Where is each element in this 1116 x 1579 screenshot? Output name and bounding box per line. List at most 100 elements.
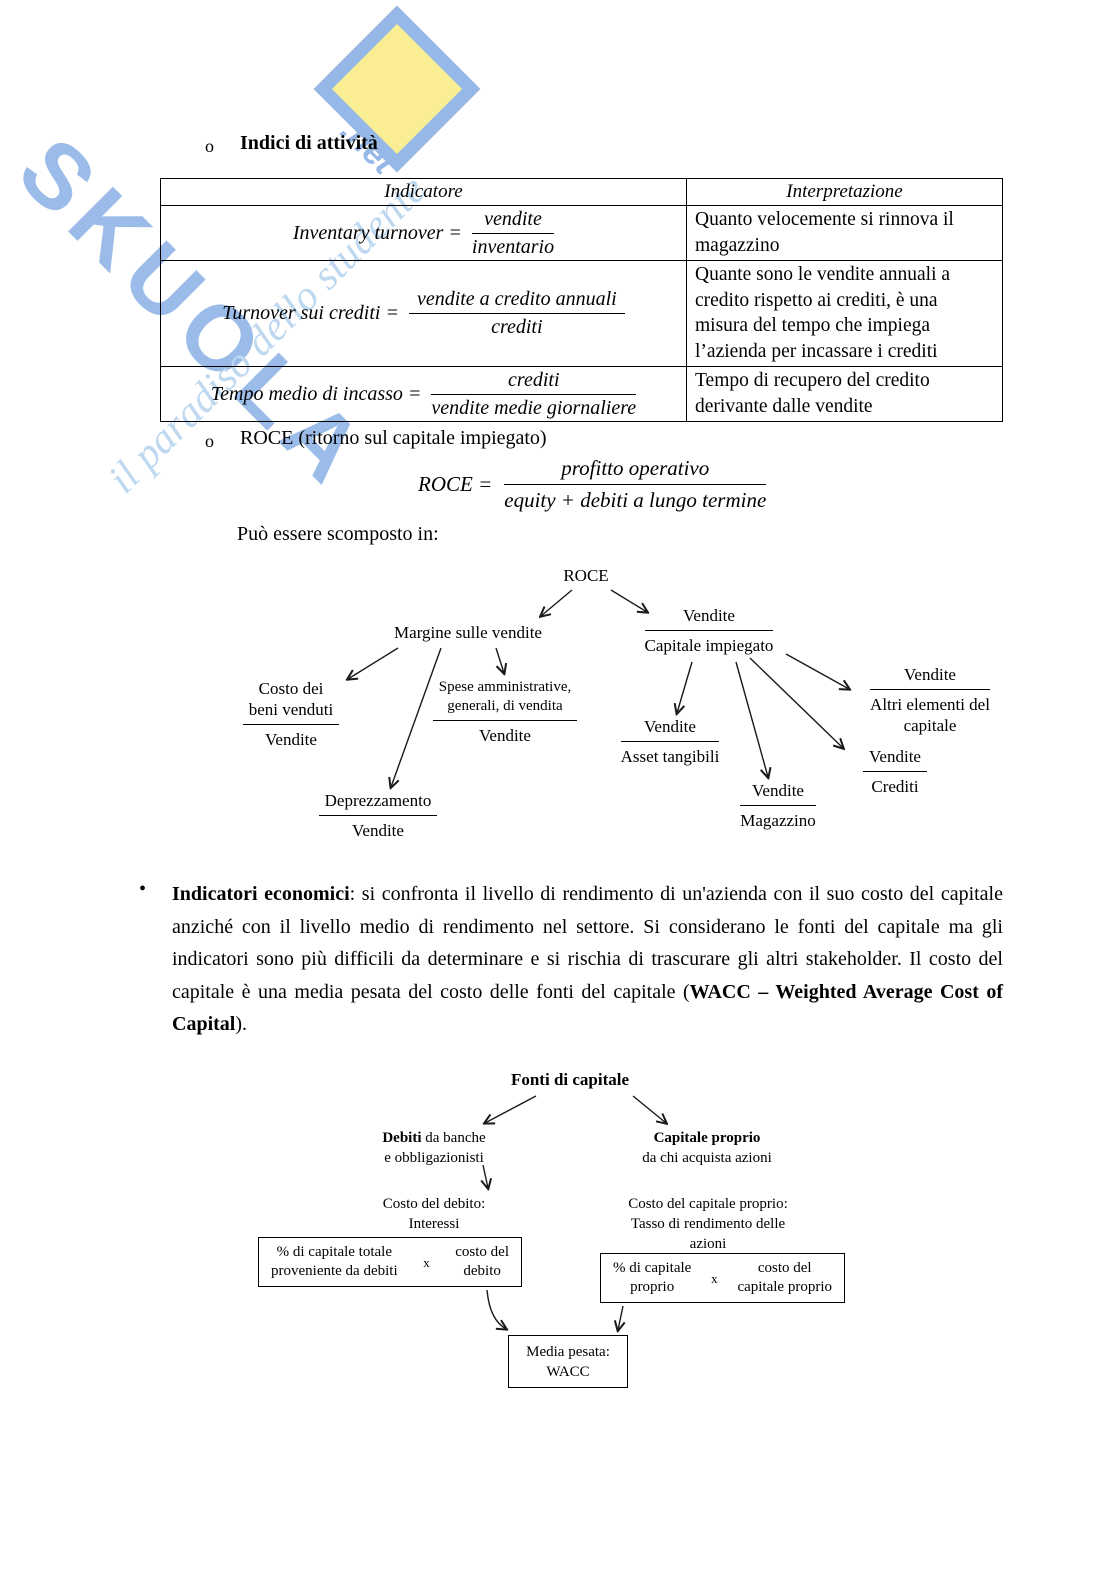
wacc-label-text: da banche — [421, 1130, 486, 1146]
fraction: vendite inventario — [471, 208, 555, 259]
wacc-box-debiti: % di capitale totale proveniente da debi… — [258, 1237, 522, 1287]
wacc-node-costo-debito: Costo del debito: Interessi — [368, 1194, 500, 1234]
tree-fraction-denominator: Magazzino — [740, 811, 816, 830]
wacc-title-fonti-di-capitale: Fonti di capitale — [510, 1070, 630, 1089]
formula-inventory-turnover: Inventary turnover = vendite inventario — [293, 208, 555, 259]
wacc-result-text: WACC — [546, 1363, 590, 1380]
wacc-label: Costo del capitale proprio: — [628, 1196, 788, 1212]
tree-fraction: Vendite Asset tangibili — [620, 716, 720, 767]
tree-label: Margine sulle vendite — [394, 623, 542, 642]
tree-node-roce-root: ROCE — [546, 565, 626, 586]
wacc-box-left: % di capitale proprio — [613, 1259, 691, 1297]
list-marker-circle: o — [205, 431, 214, 451]
interpretation-cell: Quante sono le vendite annuali a credito… — [686, 260, 1003, 367]
tree-label: generali, di vendita — [447, 698, 563, 714]
tree-label: Costo dei — [258, 679, 324, 698]
paragraph-bold-wacc: WACC – Weighted Average Cost of Capital — [172, 980, 1003, 1036]
tree-node-margine-vendite: Margine sulle vendite — [378, 622, 558, 643]
tree-fraction-numerator: Costo dei beni venduti — [242, 678, 340, 725]
tree-label: beni venduti — [248, 700, 334, 719]
wacc-box-left: % di capitale totale proveniente da debi… — [271, 1243, 398, 1281]
tree-fraction: Vendite Crediti — [863, 746, 927, 797]
tree-fraction-numerator: Deprezzamento — [318, 790, 438, 816]
formula-lhs: ROCE = — [418, 472, 493, 496]
tree-fraction-denominator: Capitale impiegato — [644, 636, 774, 655]
wacc-box-text: % di capitale totale — [276, 1244, 392, 1260]
wacc-label: Tasso di rendimento delle — [630, 1216, 786, 1232]
wacc-node-costo-capitale-proprio: Costo del capitale proprio: Tasso di ren… — [618, 1194, 798, 1254]
wacc-box-right: costo del capitale proprio — [737, 1259, 832, 1297]
tree-fraction: Spese amministrative, generali, di vendi… — [432, 678, 578, 746]
fraction-denominator: inventario — [471, 235, 555, 258]
tree-fraction-denominator: Crediti — [871, 777, 919, 796]
tree-label: Altri elementi del — [870, 695, 990, 714]
interpretation-cell: Quanto velocemente si rinnova il magazzi… — [686, 205, 1003, 261]
wacc-label: azioni — [689, 1236, 727, 1252]
wacc-label: Costo del debito: — [382, 1196, 486, 1212]
tree-node-spese-amministrative: Spese amministrative, generali, di vendi… — [420, 678, 590, 746]
tree-node-vendite-capitale-impiegato: Vendite Capitale impiegato — [624, 605, 794, 656]
wacc-node-capitale-proprio: Capitale proprio da chi acquista azioni — [632, 1128, 782, 1168]
indicators-table: Indicatore Interpretazione Inventary tur… — [160, 178, 1003, 422]
list-marker-circle: o — [205, 136, 214, 156]
fraction: crediti vendite medie giornaliere — [431, 369, 637, 420]
wacc-result-box: Media pesata: WACC — [508, 1335, 628, 1388]
tree-node-crediti: Vendite Crediti — [850, 746, 940, 797]
fraction: vendite a credito annuali crediti — [408, 288, 625, 339]
wacc-node-debiti: Debiti da banche e obbligazionisti — [368, 1128, 500, 1168]
wacc-result-text: Media pesata: — [526, 1343, 610, 1360]
multiplication-sign: x — [423, 1254, 430, 1270]
fraction-numerator: crediti — [431, 369, 637, 395]
paragraph-text: : si confronta il livello di rendimento … — [172, 883, 1003, 1003]
tree-label: ROCE — [563, 566, 609, 585]
wacc-label: Capitale proprio — [632, 1128, 782, 1148]
tree-fraction: Costo dei beni venduti Vendite — [242, 678, 340, 750]
fraction-numerator: vendite a credito annuali — [408, 288, 625, 314]
tree-fraction: Vendite Magazzino — [740, 780, 816, 831]
fraction-numerator: vendite — [471, 208, 555, 234]
tree-fraction-numerator: Vendite — [740, 780, 816, 806]
economic-indicators-paragraph: Indicatori economici: si confronta il li… — [172, 878, 1003, 1041]
interpretation-cell: Tempo di recupero del credito derivante … — [686, 366, 1003, 422]
formula-tempo-medio-incasso: Tempo medio di incasso = crediti vendite… — [210, 369, 637, 420]
wacc-box-text: costo del — [455, 1244, 509, 1260]
list-marker-bullet: • — [139, 878, 147, 900]
tree-fraction: Vendite Capitale impiegato — [644, 605, 774, 656]
tree-node-altri-elementi-capitale: Vendite Altri elementi del capitale — [854, 664, 1006, 736]
tree-fraction-numerator: Vendite — [870, 664, 990, 690]
tree-fraction-numerator: Vendite — [863, 746, 927, 772]
column-header-indicatore: Indicatore — [160, 178, 687, 206]
fraction-denominator: crediti — [491, 316, 543, 338]
wacc-label: Interessi — [408, 1216, 460, 1232]
table-row-inventory-turnover: Inventary turnover = vendite inventario … — [160, 205, 1003, 261]
column-header-interpretazione: Interpretazione — [686, 178, 1003, 206]
wacc-label: da chi acquista azioni — [642, 1150, 772, 1166]
tree-label: Spese amministrative, — [438, 679, 572, 695]
paragraph-text: ). — [235, 1013, 248, 1035]
table-header-row: Indicatore Interpretazione — [160, 178, 1003, 206]
wacc-box-capitale-proprio: % di capitale proprio x costo del capita… — [600, 1253, 845, 1303]
formula-lhs: Turnover sui crediti = — [222, 302, 399, 324]
formula-turnover-crediti: Turnover sui crediti = vendite a credito… — [222, 288, 625, 339]
wacc-label-bold: Capitale proprio — [653, 1130, 761, 1146]
wacc-label-bold: Debiti — [382, 1130, 422, 1146]
tree-fraction: Deprezzamento Vendite — [318, 790, 438, 841]
fraction-numerator: profitto operativo — [504, 456, 767, 485]
table-row-tempo-medio-incasso: Tempo medio di incasso = crediti vendite… — [160, 366, 1003, 422]
wacc-box-text: proprio — [630, 1279, 675, 1295]
wacc-box-right: costo del debito — [455, 1243, 509, 1281]
section-title-indici-attivita: Indici di attività — [240, 132, 378, 154]
formula-lhs: Tempo medio di incasso = — [210, 382, 422, 405]
roce-formula: ROCE = profitto operativo equity + debit… — [418, 456, 767, 513]
tree-node-magazzino: Vendite Magazzino — [723, 780, 833, 831]
tree-fraction-denominator: Vendite — [265, 730, 317, 749]
tree-fraction-denominator: Vendite — [352, 821, 404, 840]
tree-fraction-numerator: Spese amministrative, generali, di vendi… — [432, 678, 578, 721]
fraction-denominator: equity + debiti a lungo termine — [504, 488, 767, 512]
tree-label: capitale — [903, 716, 957, 735]
wacc-label: e obbligazionisti — [384, 1150, 484, 1166]
wacc-box-text: % di capitale — [613, 1260, 692, 1276]
multiplication-sign: x — [711, 1270, 718, 1286]
tree-fraction-denominator: Altri elementi del capitale — [870, 690, 990, 736]
